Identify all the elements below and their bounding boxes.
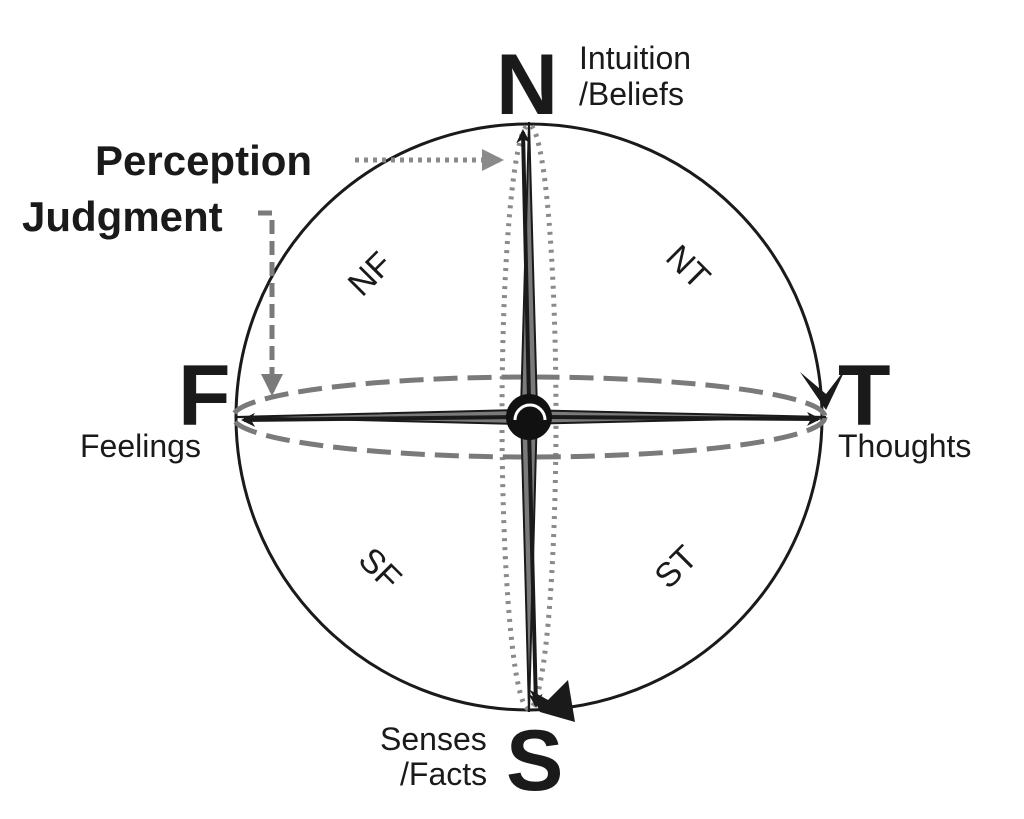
west-label: Feelings [80,428,201,464]
south-label-line1: Senses [380,721,487,757]
south-arrow [527,429,543,708]
quadrant-nf: NF [341,245,400,304]
judgment-connector [258,210,283,396]
south-letter: S [506,713,563,809]
north-label-line1: Intuition [579,40,691,76]
east-letter: T [838,348,891,444]
north-letter: N [496,37,558,133]
legend-perception: Perception [95,137,312,184]
center-hub-highlight [513,403,547,421]
east-arrow [544,411,821,426]
west-arrow [241,412,516,427]
quadrant-sf: SF [351,540,409,598]
east-label: Thoughts [838,428,971,464]
center-hub [506,394,552,440]
west-letter: F [178,348,231,444]
east-tip-arrowhead [800,368,846,410]
south-label-line2: /Facts [400,756,487,792]
south-tip-arrowhead [530,680,575,722]
north-label-line2: /Beliefs [579,76,684,112]
legend-judgment: Judgment [22,193,223,240]
quadrant-nt: NT [658,238,717,297]
quadrant-st: ST [647,538,705,596]
north-arrow [516,129,531,401]
